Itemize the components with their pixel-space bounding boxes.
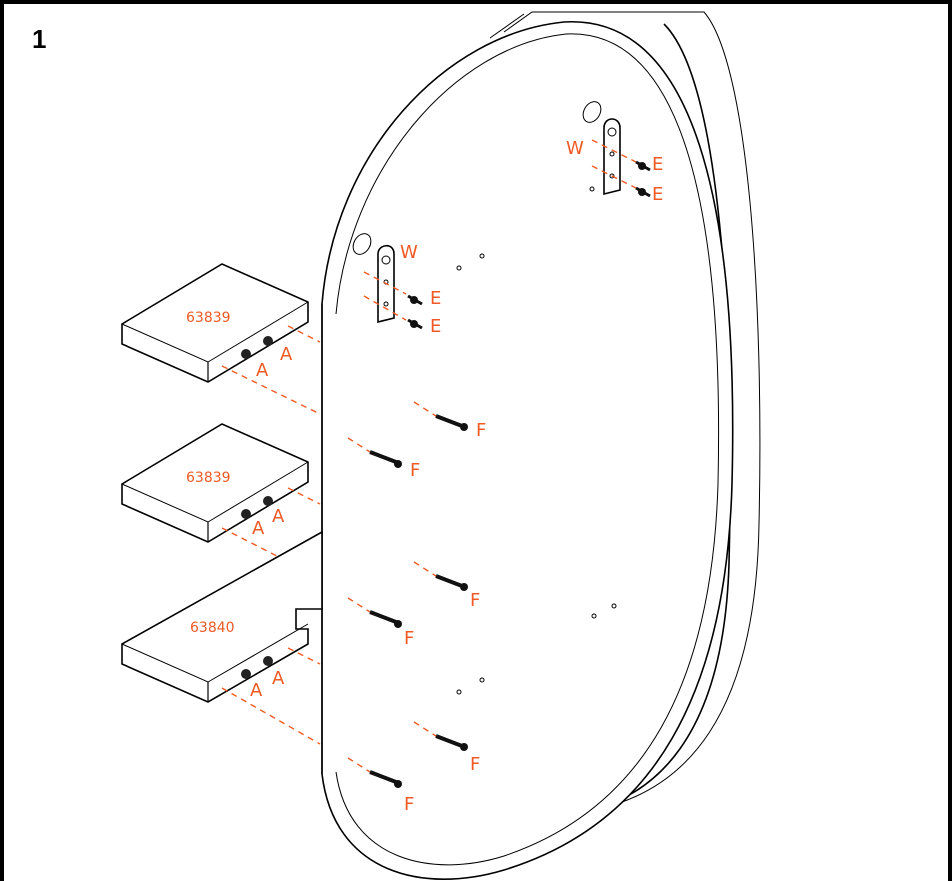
cabinet-inner-edge xyxy=(335,33,720,866)
callout-f: F xyxy=(476,420,486,441)
shelf-bottom-part-number: 63840 xyxy=(190,620,235,636)
callout-e: E xyxy=(430,288,441,309)
callout-w: W xyxy=(566,138,584,159)
callout-f: F xyxy=(404,794,414,815)
callout-a: A xyxy=(252,518,265,539)
screw-f xyxy=(413,561,468,591)
callout-a: A xyxy=(250,680,263,701)
back-panel-edge xyxy=(489,13,525,39)
screw-f xyxy=(347,757,402,788)
screw-f xyxy=(347,437,402,468)
callout-a: A xyxy=(272,506,285,527)
shelf-top-part-number: 63839 xyxy=(186,310,231,326)
callout-f: F xyxy=(404,628,414,649)
wall-bracket: W xyxy=(566,118,637,196)
screw-e xyxy=(635,160,651,172)
wall-bracket: W xyxy=(363,242,418,324)
step-number: 1 xyxy=(32,24,47,54)
screw-f xyxy=(413,401,468,431)
callout-e: E xyxy=(652,154,663,175)
cabinet-side xyxy=(321,21,734,880)
callout-a: A xyxy=(256,360,269,381)
screw-f xyxy=(347,597,402,628)
callout-f: F xyxy=(470,754,480,775)
callout-a: A xyxy=(280,344,293,365)
screw-f xyxy=(413,721,468,751)
callout-e: E xyxy=(430,316,441,337)
screw-e xyxy=(635,186,651,198)
callout-a: A xyxy=(272,668,285,689)
callout-w: W xyxy=(400,242,418,263)
shelf-top: 63839 A A xyxy=(121,263,321,415)
callout-f: F xyxy=(410,460,420,481)
back-panel xyxy=(503,11,761,815)
shelf-middle: 63839 A A xyxy=(121,423,321,579)
callout-f: F xyxy=(470,590,480,611)
assembly-diagram: 63839 A A 63839 A A 63840 A A xyxy=(121,11,761,880)
shelf-bottom: 63840 A A xyxy=(121,530,323,745)
screw-e xyxy=(407,294,423,306)
cabinet-back xyxy=(443,23,731,865)
callout-e: E xyxy=(652,184,663,205)
screw-e xyxy=(407,318,423,330)
shelf-middle-part-number: 63839 xyxy=(186,470,231,486)
